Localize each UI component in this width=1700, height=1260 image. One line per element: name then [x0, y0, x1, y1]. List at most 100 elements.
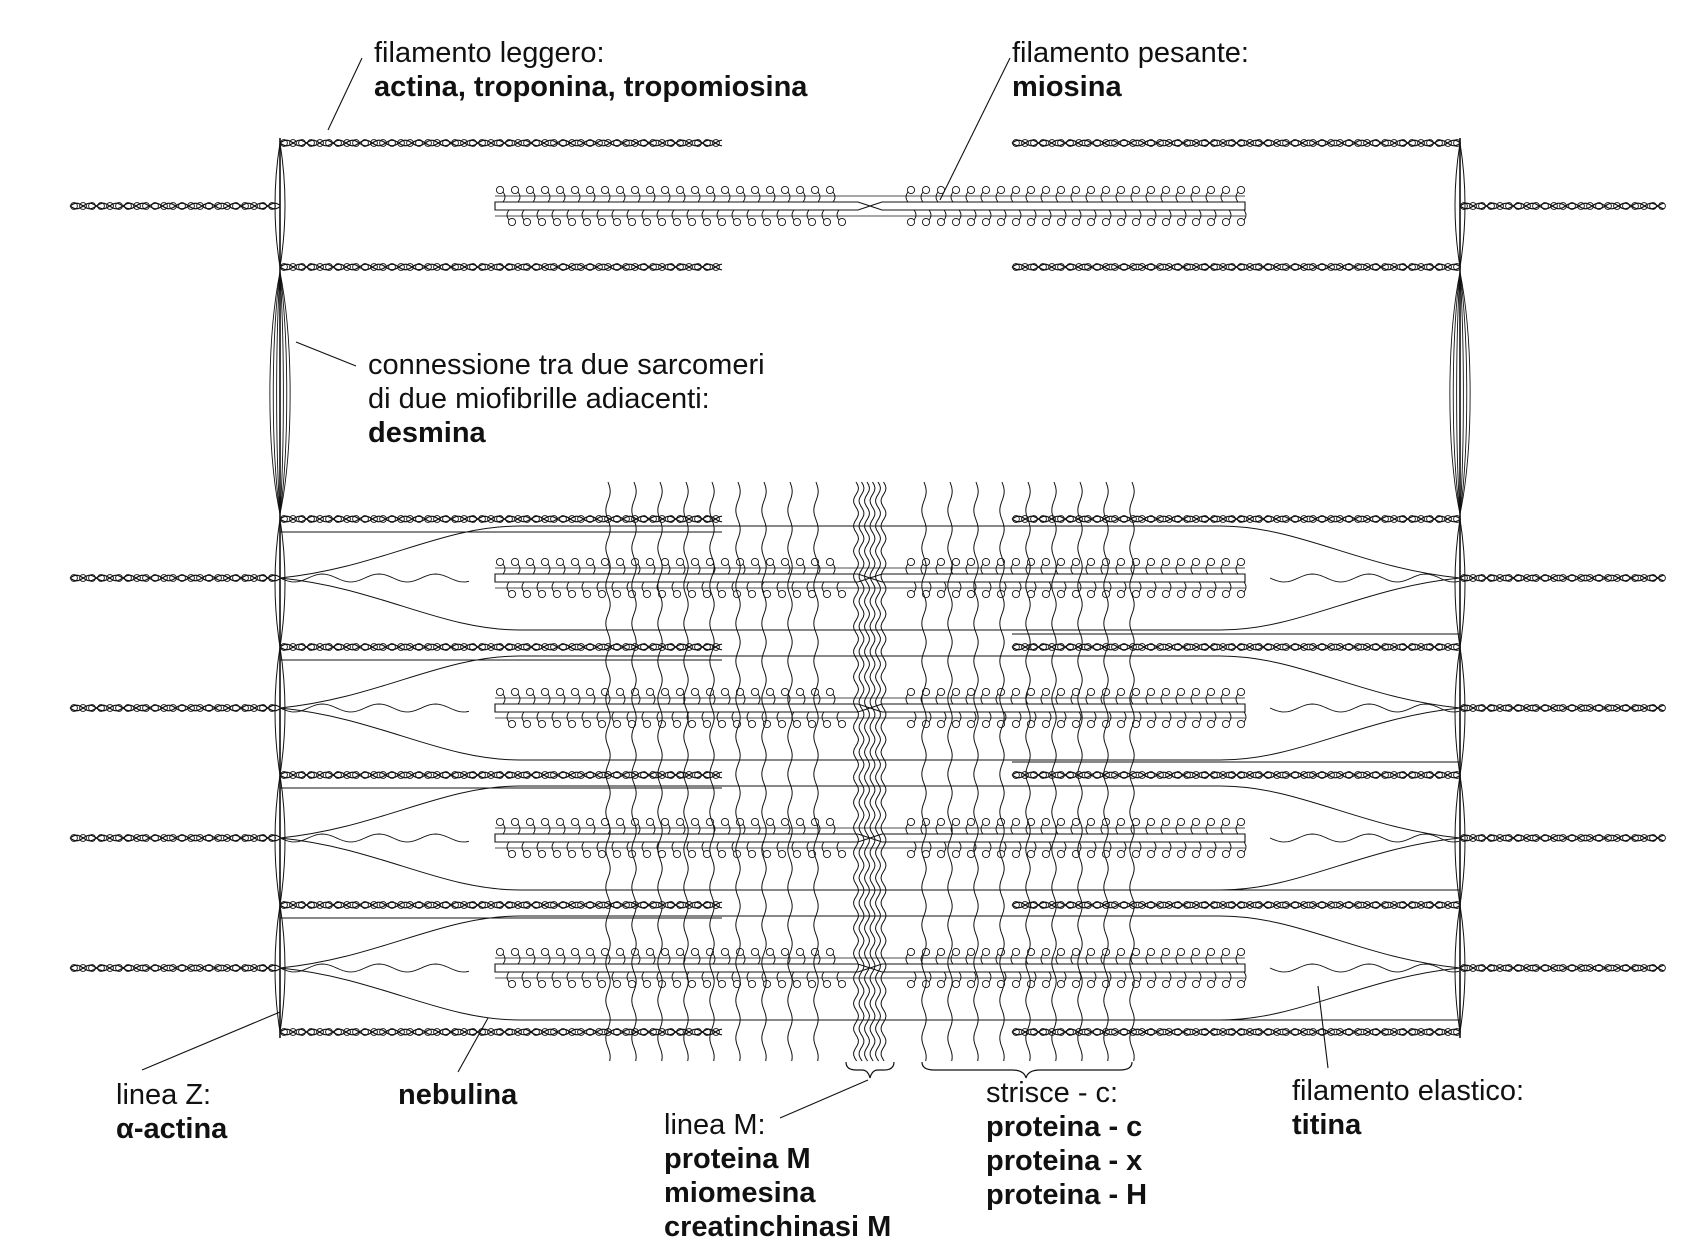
label-desmin: connessione tra due sarcomeri di due mio…: [368, 348, 765, 450]
thin-filament-left: [279, 901, 723, 909]
leader-desmin: [295, 341, 357, 367]
thin-filament-left: [279, 139, 723, 147]
c-stripe-line: [631, 481, 637, 1062]
thick-filament: [494, 557, 1247, 599]
leader-m-line: [779, 1079, 869, 1119]
c-stripe-line: [735, 481, 741, 1062]
thin-filament-outer-right: [1459, 964, 1666, 972]
c-stripe-line: [1051, 481, 1057, 1062]
c-stripe-line: [683, 481, 689, 1062]
c-stripes-title: strisce - c:: [986, 1077, 1119, 1109]
c-stripe-line: [947, 481, 953, 1062]
c-stripe-line: [921, 481, 927, 1062]
thin-filament-left: [279, 1028, 723, 1036]
c-stripes-brace: [921, 1061, 1133, 1079]
thin-filament-outer-left: [69, 202, 281, 210]
m-line-protein-2: miomesina: [664, 1177, 816, 1209]
thick-filament-title: filamento pesante:: [1012, 37, 1249, 69]
thin-filament-outer-left: [69, 834, 281, 842]
thin-filament-outer-right: [1459, 704, 1666, 712]
c-stripe-line: [709, 481, 715, 1062]
leader-thick-filament: [939, 57, 1011, 201]
z-line-protein: α-actina: [116, 1113, 228, 1145]
m-line-protein-3: creatinchinasi M: [664, 1211, 892, 1243]
thin-filament-title: filamento leggero:: [374, 37, 605, 69]
label-m-line: linea M: proteina M miomesina creatinchi…: [664, 1108, 891, 1244]
thin-filament-proteins: actina, troponina, tropomiosina: [374, 71, 808, 103]
c-stripes-protein-1: proteina - c: [986, 1111, 1143, 1143]
leader-z-line: [141, 1011, 281, 1071]
thin-filament-right: [1011, 515, 1461, 523]
thin-filament-right: [1011, 771, 1461, 779]
c-stripe-line: [761, 481, 767, 1062]
thick-filament: [494, 947, 1247, 989]
c-stripe-line: [1077, 481, 1083, 1062]
c-stripes-protein-2: proteina - x: [986, 1145, 1143, 1177]
c-stripe-line: [787, 481, 793, 1062]
nebulin-filaments: [280, 531, 1460, 1021]
thin-filaments: [69, 139, 1666, 1036]
thin-filament-right: [1011, 139, 1461, 147]
c-stripe-line: [973, 481, 979, 1062]
thick-filament: [494, 817, 1247, 859]
titin-protein: titina: [1292, 1109, 1362, 1141]
thin-filament-left: [279, 771, 723, 779]
c-stripe-line: [1025, 481, 1031, 1062]
c-stripe-line: [1129, 481, 1135, 1062]
label-thick-filament: filamento pesante: miosina: [1012, 36, 1249, 104]
titin-title: filamento elastico:: [1292, 1075, 1525, 1107]
thin-filament-right: [1011, 901, 1461, 909]
thin-filament-outer-right: [1459, 202, 1666, 210]
desmin-left: [269, 271, 291, 515]
thin-filament-left: [279, 263, 723, 271]
titin-filaments: [279, 525, 1461, 1021]
thin-filament-right: [1011, 1028, 1461, 1036]
c-stripes-protein-3: proteina - H: [986, 1179, 1148, 1211]
thin-filament-outer-left: [69, 964, 281, 972]
c-stripe-line: [657, 481, 663, 1062]
thick-filament: [494, 687, 1247, 729]
titin-filament: [279, 915, 1461, 1021]
label-titin: filamento elastico: titina: [1292, 1074, 1524, 1142]
c-stripe-line: [1103, 481, 1109, 1062]
thin-filament-outer-right: [1459, 574, 1666, 582]
desmin-line2: di due miofibrille adiacenti:: [368, 383, 710, 415]
thin-filament-right: [1011, 643, 1461, 651]
m-line-title: linea M:: [664, 1109, 766, 1141]
leader-nebulin: [457, 1017, 489, 1073]
c-stripe-lines: [605, 481, 1135, 1062]
m-line-fiber: [880, 481, 887, 1062]
m-line-protein-1: proteina M: [664, 1143, 811, 1175]
label-c-stripes: strisce - c: proteina - c proteina - x p…: [986, 1076, 1147, 1212]
titin-filament: [279, 785, 1461, 891]
m-line-fiber: [869, 481, 876, 1062]
thin-filament-left: [279, 515, 723, 523]
thick-filaments: [494, 185, 1247, 989]
leader-lines: [141, 57, 1329, 1119]
m-line-fiber: [863, 481, 871, 1062]
nebulin-protein: nebulina: [398, 1079, 518, 1111]
m-line-fiber: [874, 481, 882, 1062]
thin-filament-right: [1011, 263, 1461, 271]
z-line-title: linea Z:: [116, 1079, 212, 1111]
desmin-line1: connessione tra due sarcomeri: [368, 349, 765, 381]
thin-filament-outer-left: [69, 574, 281, 582]
c-stripe-line: [605, 481, 611, 1062]
thin-filament-left: [279, 643, 723, 651]
label-z-line: linea Z: α-actina: [116, 1078, 227, 1146]
leader-thin-filament: [327, 57, 363, 131]
c-stripe-line: [813, 481, 819, 1062]
desmin-connections: [269, 271, 1471, 515]
m-line-fiber: [858, 481, 865, 1062]
c-stripe-line: [999, 481, 1005, 1062]
label-thin-filament: filamento leggero: actina, troponina, tr…: [374, 36, 807, 104]
desmin-right: [1449, 271, 1471, 515]
label-nebulin: nebulina: [398, 1078, 517, 1112]
titin-filament: [279, 655, 1461, 761]
m-line: [852, 481, 887, 1062]
m-line-brace: [845, 1061, 895, 1079]
leader-titin: [1317, 985, 1329, 1069]
thick-filament: [494, 185, 1247, 227]
m-line-fiber: [852, 481, 860, 1062]
